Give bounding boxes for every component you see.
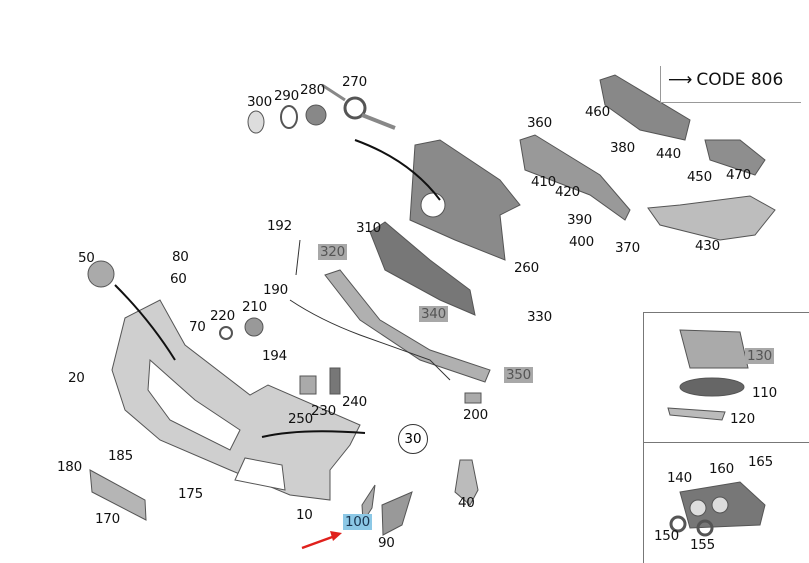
part-label[interactable]: 40 bbox=[458, 495, 475, 511]
part-label[interactable]: 210 bbox=[242, 299, 267, 315]
part-label[interactable]: 150 bbox=[654, 528, 679, 544]
part-label-selected[interactable]: 100 bbox=[343, 514, 372, 530]
part-label[interactable]: 60 bbox=[170, 271, 187, 287]
part-label[interactable]: 430 bbox=[695, 238, 720, 254]
part-label[interactable]: 170 bbox=[95, 511, 120, 527]
part-label[interactable]: 90 bbox=[378, 535, 395, 551]
right-arrow-icon: ⟶ bbox=[668, 70, 693, 90]
part-430 bbox=[647, 195, 776, 241]
part-label[interactable]: 190 bbox=[263, 282, 288, 298]
part-label[interactable]: 380 bbox=[610, 140, 635, 156]
code-text: CODE 806 bbox=[696, 70, 784, 90]
part-label[interactable]: 260 bbox=[514, 260, 539, 276]
part-label[interactable]: 175 bbox=[178, 486, 203, 502]
part-label[interactable]: 460 bbox=[585, 104, 610, 120]
part-label-highlighted[interactable]: 130 bbox=[745, 348, 774, 364]
part-label[interactable]: 410 bbox=[531, 174, 556, 190]
part-bumper bbox=[111, 299, 361, 501]
part-label[interactable]: 300 bbox=[247, 94, 272, 110]
part-label-highlighted[interactable]: 340 bbox=[419, 306, 448, 322]
part-label-group-30[interactable]: 30 bbox=[398, 424, 428, 454]
part-label[interactable]: 280 bbox=[300, 82, 325, 98]
part-label[interactable]: 450 bbox=[687, 169, 712, 185]
part-ring bbox=[343, 96, 367, 120]
part-460 bbox=[599, 74, 691, 141]
part-label[interactable]: 470 bbox=[726, 167, 751, 183]
part-label[interactable]: 120 bbox=[730, 411, 755, 427]
part-label-highlighted[interactable]: 350 bbox=[504, 367, 533, 383]
part-label[interactable]: 370 bbox=[615, 240, 640, 256]
part-470 bbox=[704, 139, 766, 176]
part-crossmember bbox=[519, 134, 631, 221]
part-label[interactable]: 250 bbox=[288, 411, 313, 427]
code-note: ⟶ CODE 806 bbox=[668, 70, 783, 90]
part-label[interactable]: 70 bbox=[189, 319, 206, 335]
part-label[interactable]: 290 bbox=[274, 88, 299, 104]
part-label[interactable]: 194 bbox=[262, 348, 287, 364]
part-label[interactable]: 50 bbox=[78, 250, 95, 266]
inset-panel bbox=[643, 312, 809, 563]
part-label[interactable]: 240 bbox=[342, 394, 367, 410]
part-label[interactable]: 400 bbox=[569, 234, 594, 250]
part-label[interactable]: 192 bbox=[267, 218, 292, 234]
pointer-arrow bbox=[301, 534, 336, 550]
part-plate-bracket bbox=[89, 469, 147, 521]
part-label[interactable]: 200 bbox=[463, 407, 488, 423]
inset-divider bbox=[643, 442, 809, 443]
part-trim-strip bbox=[324, 269, 491, 383]
part-label[interactable]: 155 bbox=[690, 537, 715, 553]
part-label[interactable]: 140 bbox=[667, 470, 692, 486]
part-label[interactable]: 270 bbox=[342, 74, 367, 90]
code-frame bbox=[660, 66, 801, 103]
part-label[interactable]: 20 bbox=[68, 370, 85, 386]
part-lower-grille bbox=[369, 221, 476, 316]
part-grille bbox=[409, 139, 521, 261]
part-label[interactable]: 230 bbox=[311, 403, 336, 419]
part-label[interactable]: 420 bbox=[555, 184, 580, 200]
part-label[interactable]: 180 bbox=[57, 459, 82, 475]
part-label[interactable]: 160 bbox=[709, 461, 734, 477]
part-label[interactable]: 80 bbox=[172, 249, 189, 265]
part-label[interactable]: 360 bbox=[527, 115, 552, 131]
part-label-highlighted[interactable]: 320 bbox=[318, 244, 347, 260]
part-label[interactable]: 440 bbox=[656, 146, 681, 162]
part-label[interactable]: 310 bbox=[356, 220, 381, 236]
part-label[interactable]: 165 bbox=[748, 454, 773, 470]
part-label[interactable]: 110 bbox=[752, 385, 777, 401]
part-label[interactable]: 185 bbox=[108, 448, 133, 464]
part-label[interactable]: 390 bbox=[567, 212, 592, 228]
part-label[interactable]: 10 bbox=[296, 507, 313, 523]
part-label[interactable]: 330 bbox=[527, 309, 552, 325]
part-label[interactable]: 220 bbox=[210, 308, 235, 324]
